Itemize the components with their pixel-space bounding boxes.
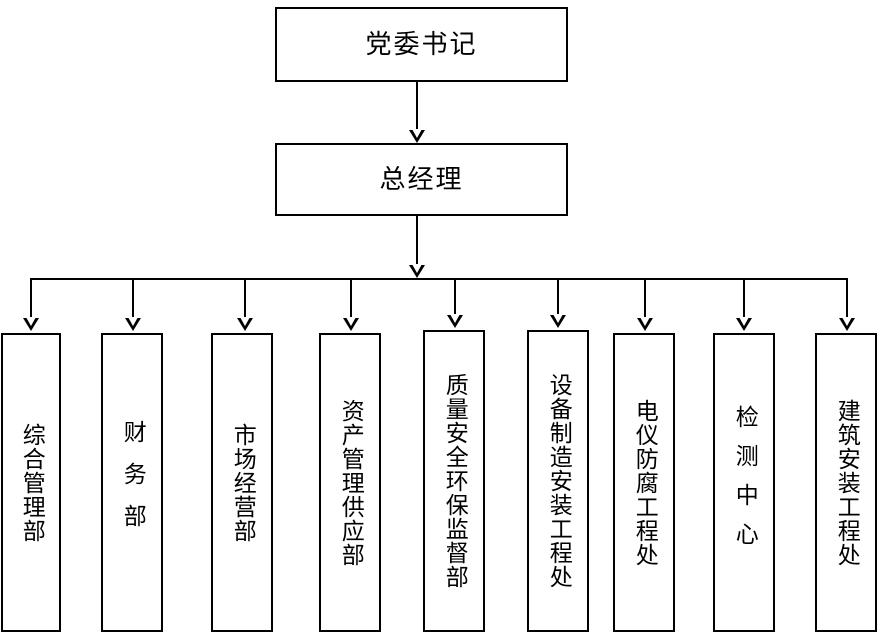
connector-secretary-to-manager-line — [416, 82, 418, 131]
arrow-dept-2-icon — [125, 317, 141, 331]
node-dept-3-label: 市场经营部 — [229, 422, 256, 543]
connector-drop-dept-2 — [132, 278, 134, 321]
node-general-manager-label: 总经理 — [379, 164, 464, 195]
node-dept-8-label: 检测中心 — [731, 404, 758, 561]
node-dept-6-label: 设备制造安装工程处 — [545, 373, 572, 589]
node-dept-6[interactable]: 设备制造安装工程处 — [527, 330, 589, 632]
arrow-dept-9-icon — [839, 317, 855, 331]
node-dept-3[interactable]: 市场经营部 — [211, 333, 273, 632]
arrow-dept-3-icon — [237, 317, 253, 331]
connector-drop-dept-4 — [350, 278, 352, 321]
arrow-dept-8-icon — [736, 317, 752, 331]
connector-horizontal-bus — [31, 278, 848, 280]
arrow-dept-4-icon — [343, 317, 359, 331]
node-dept-5-label: 质量安全环保监督部 — [441, 373, 468, 589]
arrow-dept-5-icon — [447, 314, 463, 328]
connector-drop-dept-7 — [644, 278, 646, 321]
connector-drop-dept-8 — [743, 278, 745, 321]
node-dept-9-label: 建筑安装工程处 — [833, 398, 860, 567]
connector-drop-dept-1 — [30, 278, 32, 321]
node-dept-4[interactable]: 资产管理供应部 — [319, 333, 381, 632]
node-dept-2[interactable]: 财务部 — [101, 333, 163, 632]
arrow-dept-6-icon — [550, 314, 566, 328]
node-dept-9[interactable]: 建筑安装工程处 — [815, 333, 877, 632]
node-dept-1-label: 综合管理部 — [18, 422, 45, 543]
node-dept-8[interactable]: 检测中心 — [713, 333, 775, 632]
node-dept-5[interactable]: 质量安全环保监督部 — [423, 330, 485, 632]
connector-drop-dept-3 — [244, 278, 246, 321]
node-dept-4-label: 资产管理供应部 — [337, 398, 364, 567]
connector-secretary-to-manager-arrow-icon — [409, 129, 425, 143]
node-general-manager[interactable]: 总经理 — [275, 143, 568, 216]
connector-manager-to-bus-line — [416, 216, 418, 267]
node-dept-1[interactable]: 综合管理部 — [1, 333, 61, 632]
arrow-dept-7-icon — [637, 317, 653, 331]
node-party-secretary[interactable]: 党委书记 — [275, 7, 568, 82]
connector-drop-dept-5 — [454, 278, 456, 318]
connector-manager-to-bus-arrow-icon — [409, 264, 425, 278]
node-dept-2-label: 财务部 — [119, 419, 146, 546]
node-dept-7[interactable]: 电仪防腐工程处 — [613, 333, 675, 632]
connector-drop-dept-6 — [557, 278, 559, 318]
arrow-dept-1-icon — [23, 317, 39, 331]
node-dept-7-label: 电仪防腐工程处 — [631, 398, 658, 567]
node-party-secretary-label: 党委书记 — [365, 29, 478, 60]
connector-drop-dept-9 — [846, 278, 848, 321]
